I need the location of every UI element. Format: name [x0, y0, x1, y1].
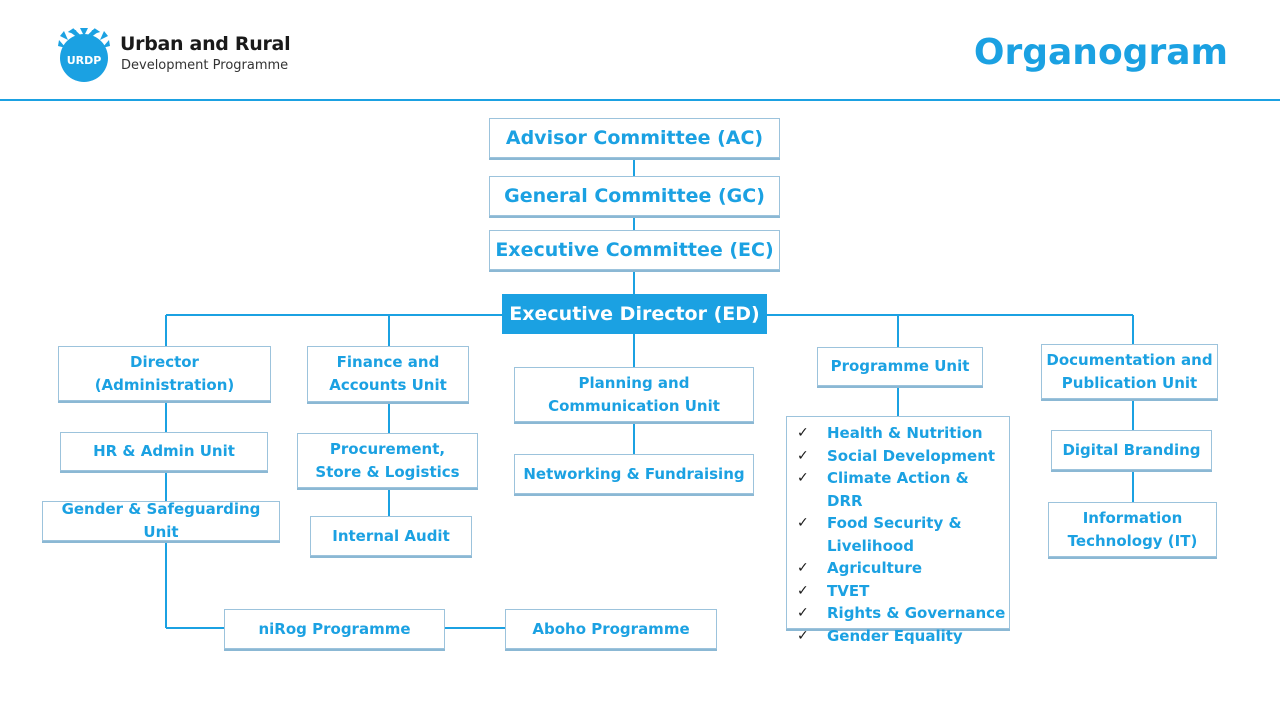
list-item: ✓Gender Equality: [797, 625, 1009, 648]
gender-safeguarding-unit-box: Gender & Safeguarding Unit: [42, 500, 280, 541]
checkmark-icon: ✓: [797, 605, 809, 621]
list-item: ✓Climate Action & DRR: [797, 469, 969, 510]
checkmark-icon: ✓: [797, 470, 809, 486]
programme-unit-box: Programme Unit: [817, 347, 983, 386]
logo: URDP Urban and Rural Development Program…: [58, 28, 298, 84]
procurement-store-logistics-box: Procurement, Store & Logistics: [297, 433, 478, 488]
checkmark-icon: ✓: [797, 582, 809, 599]
nirog-programme-box: niRog Programme: [224, 609, 445, 649]
list-item: ✓Food Security & Livelihood: [797, 514, 962, 555]
list-item: ✓Rights & Governance: [797, 602, 1009, 625]
finance-accounts-unit-box: Finance and Accounts Unit: [307, 346, 469, 402]
checkmark-icon: ✓: [797, 447, 809, 464]
digital-branding-box: Digital Branding: [1051, 430, 1212, 470]
programme-areas-list: ✓Health & Nutrition ✓Social Development …: [786, 416, 1010, 645]
hr-admin-unit-box: HR & Admin Unit: [60, 432, 268, 471]
documentation-publication-unit-box: Documentation and Publication Unit: [1041, 344, 1218, 399]
list-item: ✓TVET: [797, 580, 1009, 603]
planning-communication-unit-box: Planning and Communication Unit: [514, 367, 754, 422]
checkmark-icon: ✓: [797, 627, 809, 644]
executive-director-box: Executive Director (ED): [502, 294, 767, 334]
list-item: ✓Social Development: [797, 445, 1009, 468]
executive-committee-box: Executive Committee (EC): [489, 230, 780, 270]
advisor-committee-box: Advisor Committee (AC): [489, 118, 780, 158]
page-title: Organogram: [973, 32, 1228, 73]
sunburst-logo-icon: URDP: [58, 28, 110, 82]
information-technology-box: Information Technology (IT): [1048, 502, 1217, 557]
list-item: ✓Health & Nutrition: [797, 422, 1009, 445]
general-committee-box: General Committee (GC): [489, 176, 780, 216]
networking-fundraising-box: Networking & Fundraising: [514, 454, 754, 494]
director-administration-box: Director (Administration): [58, 346, 271, 401]
aboho-programme-box: Aboho Programme: [505, 609, 717, 649]
checkmark-icon: ✓: [797, 560, 809, 576]
header-divider: [0, 99, 1280, 101]
logo-subtitle: Development Programme: [121, 58, 289, 73]
logo-title: Urban and Rural: [120, 33, 291, 55]
list-item: ✓Agriculture: [797, 557, 1009, 580]
logo-badge: URDP: [67, 54, 102, 67]
checkmark-icon: ✓: [797, 515, 809, 531]
checkmark-icon: ✓: [797, 425, 809, 441]
internal-audit-box: Internal Audit: [310, 516, 472, 556]
